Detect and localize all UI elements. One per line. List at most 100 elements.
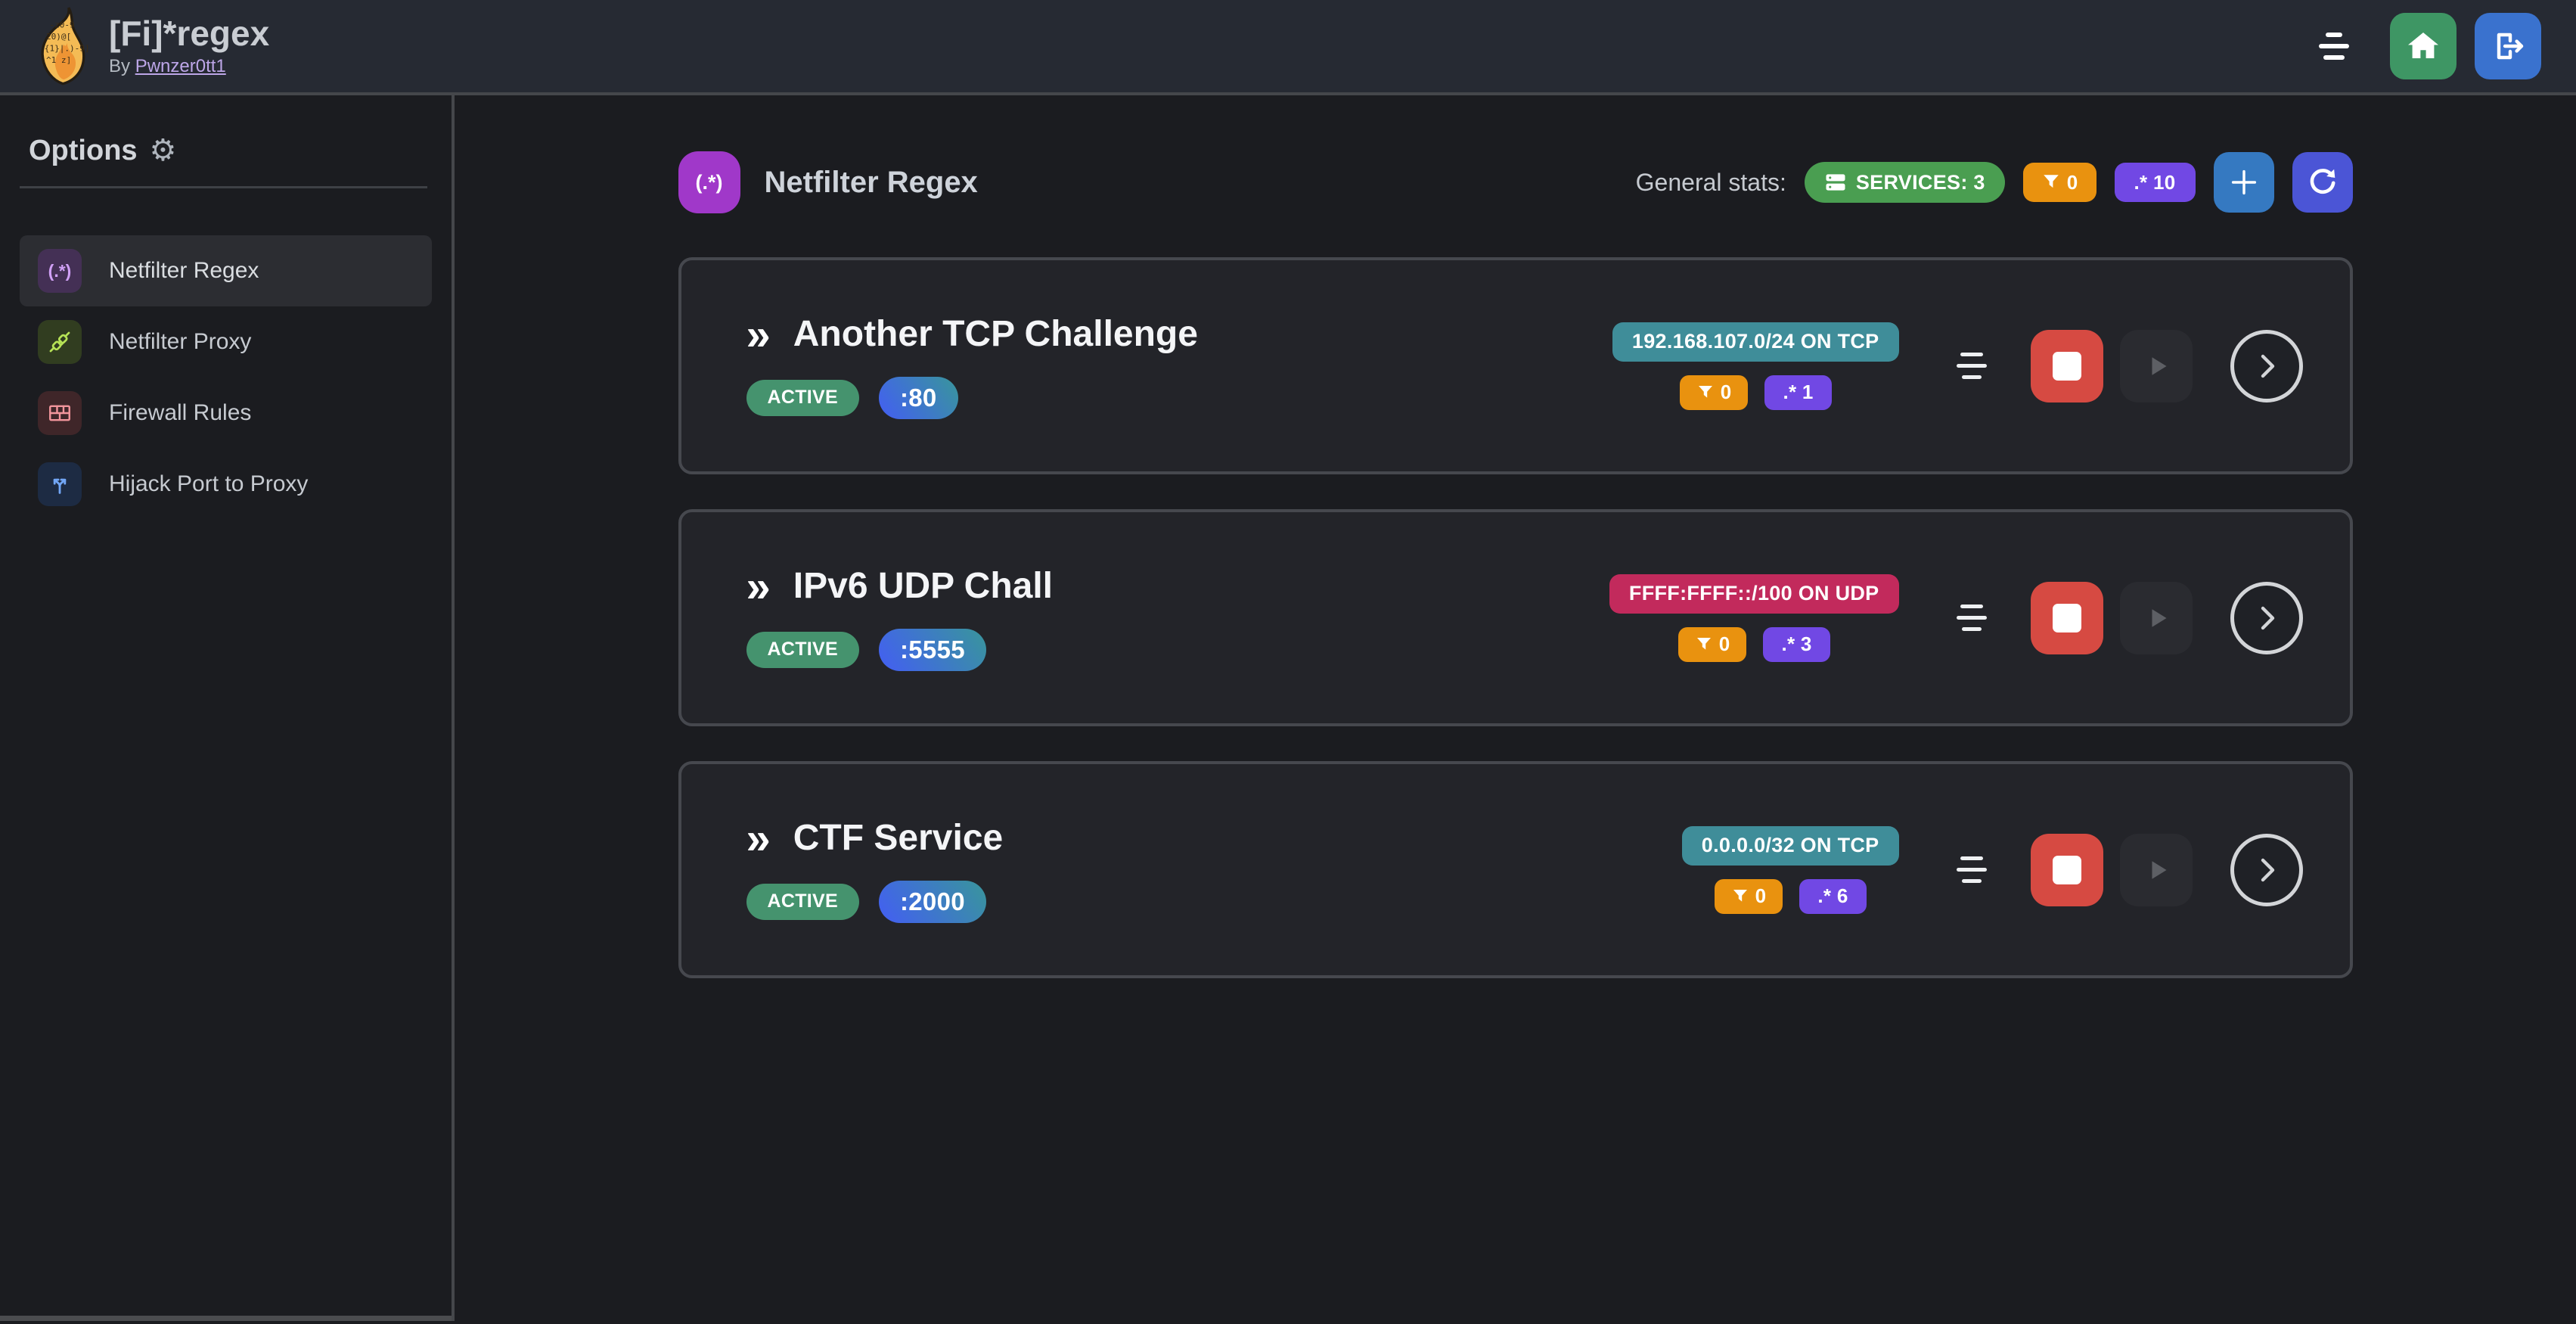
- logout-icon: [2497, 33, 2524, 60]
- open-service-button[interactable]: [2230, 581, 2303, 654]
- sidebar-item-netfilter-regex[interactable]: (.*) Netfilter Regex: [20, 235, 432, 306]
- sidebar-item-netfilter-proxy[interactable]: Netfilter Proxy: [20, 306, 432, 378]
- svg-text:^1 z]: ^1 z]: [46, 55, 71, 65]
- plus-icon: [2231, 169, 2256, 195]
- service-info: » IPv6 UDP Chall ACTIVE :5555: [746, 561, 1054, 671]
- double-chevron-icon: »: [746, 813, 771, 863]
- status-badge: ACTIVE: [746, 631, 859, 668]
- header-actions: [2310, 13, 2541, 79]
- app-shell: Options ⚙ (.*) Netfilter Regex: [0, 95, 2576, 1321]
- stop-service-button[interactable]: [2030, 833, 2103, 906]
- chevron-right-icon: [2261, 858, 2274, 881]
- svg-text:20)@[: 20)@[: [46, 32, 71, 42]
- service-controls: 192.168.107.0/24 ON TCP 0 .* 1: [1612, 322, 2303, 410]
- port-badge: :5555: [878, 628, 986, 671]
- server-icon: [1826, 174, 1845, 191]
- start-service-button[interactable]: [2119, 329, 2193, 402]
- status-badge: ACTIVE: [746, 883, 859, 920]
- service-menu-button[interactable]: [1949, 597, 1994, 639]
- network-badge: FFFF:FFFF::/100 ON UDP: [1609, 573, 1899, 614]
- filtered-badge: 0: [1714, 878, 1783, 914]
- service-info: » CTF Service ACTIVE :2000: [746, 813, 1004, 923]
- funnel-icon: [1733, 889, 1747, 902]
- svg-text:{1}|.)-9]: {1}|.)-9]: [45, 44, 89, 54]
- logout-button[interactable]: [2475, 13, 2541, 79]
- network-badge: 192.168.107.0/24 ON TCP: [1612, 322, 1899, 362]
- start-service-button[interactable]: [2119, 833, 2193, 906]
- flame-logo-icon: -z0-9 20)@[ {1}|.)-9] ^1 z]: [41, 7, 89, 85]
- port-badge: :2000: [878, 880, 986, 923]
- brick-wall-icon: [38, 391, 82, 435]
- stop-service-button[interactable]: [2030, 581, 2103, 654]
- stop-icon: [2052, 351, 2081, 381]
- gear-icon: ⚙: [149, 133, 177, 168]
- service-controls: FFFF:FFFF::/100 ON UDP 0 .* 3: [1609, 573, 2303, 662]
- service-card: » IPv6 UDP Chall ACTIVE :5555 FFFF:FFFF:…: [678, 509, 2353, 726]
- service-name: Another TCP Challenge: [793, 314, 1198, 355]
- refresh-icon: [2310, 169, 2335, 194]
- open-service-button[interactable]: [2230, 833, 2303, 906]
- service-stat-badges: 0.0.0.0/32 ON TCP 0 .* 6: [1681, 825, 1899, 914]
- stats-label: General stats:: [1635, 168, 1786, 196]
- open-service-button[interactable]: [2230, 329, 2303, 402]
- start-service-button[interactable]: [2119, 581, 2193, 654]
- add-service-button[interactable]: [2213, 152, 2274, 213]
- service-menu-button[interactable]: [1949, 849, 1994, 890]
- stop-service-button[interactable]: [2030, 329, 2103, 402]
- sidebar-scrollbar[interactable]: [0, 1316, 452, 1321]
- brand-text: [Fi]*regex By Pwnzer0tt1: [109, 14, 270, 77]
- main-content: (.*) Netfilter Regex General stats:: [455, 95, 2576, 1321]
- service-menu-button[interactable]: [1949, 345, 1994, 387]
- home-button[interactable]: [2390, 13, 2457, 79]
- sidebar-item-firewall-rules[interactable]: Firewall Rules: [20, 378, 432, 449]
- double-chevron-icon: »: [746, 309, 771, 359]
- service-list: » Another TCP Challenge ACTIVE :80 192.1…: [678, 257, 2353, 978]
- app-title: [Fi]*regex: [109, 14, 270, 54]
- service-controls: 0.0.0.0/32 ON TCP 0 .* 6: [1681, 825, 2303, 914]
- play-icon: [2152, 608, 2167, 627]
- sidebar-nav: (.*) Netfilter Regex Netfilter Proxy: [20, 235, 432, 520]
- filtered-badge: 0: [1679, 375, 1749, 410]
- chevron-right-icon: [2261, 354, 2274, 378]
- funnel-icon: [1698, 385, 1712, 398]
- svg-text:-z0-9: -z0-9: [49, 20, 74, 30]
- sidebar-item-hijack-port[interactable]: Hijack Port to Proxy: [20, 449, 432, 520]
- service-stat-badges: 192.168.107.0/24 ON TCP 0 .* 1: [1612, 322, 1899, 410]
- byline: By Pwnzer0tt1: [109, 55, 226, 76]
- header-menu-button[interactable]: [2310, 22, 2358, 70]
- sidebar-divider: [20, 186, 427, 188]
- sidebar-heading: Options ⚙: [29, 133, 177, 168]
- regex-badge: .* 6: [1799, 878, 1867, 914]
- refresh-button[interactable]: [2292, 152, 2353, 213]
- sidebar: Options ⚙ (.*) Netfilter Regex: [0, 95, 455, 1321]
- stop-icon: [2052, 855, 2081, 884]
- service-card: » CTF Service ACTIVE :2000 0.0.0.0/32 ON…: [678, 761, 2353, 978]
- service-stat-badges: FFFF:FFFF::/100 ON UDP 0 .* 3: [1609, 573, 1899, 662]
- services-count-badge: SERVICES: 3: [1804, 162, 2005, 203]
- service-info: » Another TCP Challenge ACTIVE :80: [746, 309, 1198, 419]
- plug-icon: [38, 320, 82, 364]
- section-title-group: (.*) Netfilter Regex: [678, 151, 978, 213]
- play-icon: [2152, 356, 2167, 375]
- section-title: Netfilter Regex: [764, 165, 978, 199]
- author-link[interactable]: Pwnzer0tt1: [135, 55, 226, 76]
- regex-section-icon: (.*): [678, 151, 740, 213]
- chevron-right-icon: [2261, 606, 2274, 629]
- service-card: » Another TCP Challenge ACTIVE :80 192.1…: [678, 257, 2353, 474]
- regex-badge: .* 3: [1763, 626, 1830, 662]
- filtered-badge: 0: [1678, 626, 1747, 662]
- app-header: -z0-9 20)@[ {1}|.)-9] ^1 z] [Fi]*regex B…: [0, 0, 2576, 95]
- regex-count-badge: .* 10: [2114, 163, 2196, 202]
- section-header: (.*) Netfilter Regex General stats:: [678, 151, 2353, 213]
- service-name: CTF Service: [793, 818, 1004, 859]
- regex-badge: .* 1: [1764, 375, 1832, 410]
- brand: -z0-9 20)@[ {1}|.)-9] ^1 z] [Fi]*regex B…: [35, 6, 269, 86]
- stop-icon: [2052, 603, 2081, 632]
- menu-lines-icon: [2326, 33, 2342, 37]
- double-chevron-icon: »: [746, 561, 771, 611]
- service-name: IPv6 UDP Chall: [793, 566, 1054, 607]
- home-icon: [2408, 33, 2438, 58]
- network-badge: 0.0.0.0/32 ON TCP: [1681, 825, 1899, 866]
- funnel-icon: [1696, 637, 1711, 650]
